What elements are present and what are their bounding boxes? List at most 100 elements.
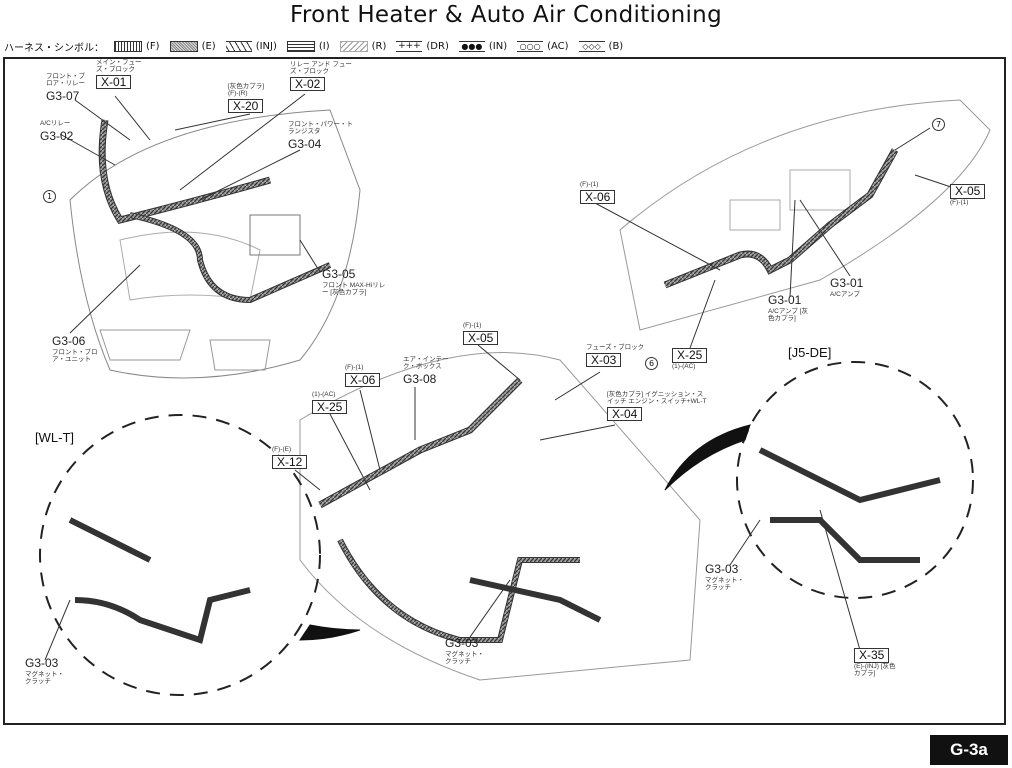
legend-code: (AC) [547, 41, 569, 52]
label-description: (F)-(E) [272, 446, 292, 453]
component-code: G3-03 [705, 562, 739, 576]
component-code: G3-08 [403, 371, 437, 386]
leader-lines [44, 93, 961, 661]
label-description: A/Cアンプ [830, 290, 860, 298]
label-description: (F)-(1) [950, 198, 969, 206]
component-code: G3-07 [46, 88, 80, 103]
connector-code: X-35 [854, 648, 890, 663]
connector-code: X-02 [290, 76, 326, 92]
label-description: A/Cアンプ [灰色カプラ] [768, 307, 808, 322]
label-x-20: [灰色カプラ] (F)-(R)X-20 [228, 83, 272, 114]
label-description: フロント・ブロア・リレー [46, 73, 85, 87]
component-code: G3-05 [322, 267, 356, 281]
cabin-drawing [299, 352, 701, 681]
component-code: G3-01 [830, 276, 864, 290]
legend-swatch-r [339, 41, 368, 52]
ground-marker-6: 6 [645, 357, 658, 370]
label-description: フューズ・ブロック [586, 344, 645, 351]
page-badge: G-3a [930, 735, 1008, 765]
legend-swatch-ac: ○○○ [517, 41, 544, 52]
connector-code: X-05 [950, 184, 986, 199]
label-description: (1)-(AC) [312, 391, 336, 398]
label-description: A/Cリレー [40, 120, 71, 127]
label-x-25-dash: X-25(1)-(AC) [672, 347, 708, 371]
label-x-06-cabin: (F)-(1)X-06 [345, 364, 381, 389]
component-code: G3-01 [768, 293, 802, 307]
label-x-12: (F)-(E)X-12 [272, 446, 308, 471]
legend-swatch-dr: +++ [396, 41, 423, 52]
label-description: マグネット・クラッチ [445, 650, 484, 665]
label-description: [灰色カプラ] (F)-(R) [228, 83, 265, 97]
legend-code: (I) [318, 41, 330, 52]
label-description: エア・インテーク・ボックス [403, 356, 449, 370]
label-x-35: X-35(E)-(INJ) [灰色カプラ] [854, 647, 898, 677]
view-label-j5de: [J5-DE] [788, 345, 832, 360]
label-description: フロント MAX-Hiリレー [灰色カプラ] [322, 281, 386, 296]
view-label-wlt: [WL-T] [35, 430, 74, 445]
legend-code: (E) [201, 41, 216, 52]
legend-swatch-inj [225, 41, 252, 52]
label-description: (E)-(INJ) [灰色カプラ] [854, 662, 896, 677]
label-description: (1)-(AC) [672, 362, 696, 370]
component-code: G3-04 [288, 136, 322, 151]
component-code: G3-03 [25, 656, 59, 670]
label-description: リレー アンド フューズ・ブロック [290, 61, 352, 75]
legend-code: (INJ) [255, 41, 277, 52]
label-description: フロント・ブロア・ユニット [52, 348, 98, 363]
legend-code: (R) [371, 41, 387, 52]
diagram-frame [3, 57, 1006, 725]
label-description: マグネット・クラッチ [705, 576, 744, 591]
wlt-detail [39, 414, 321, 696]
page-title: Front Heater & Auto Air Conditioning [290, 2, 722, 28]
legend-code: (B) [608, 41, 624, 52]
connector-code: X-05 [463, 330, 499, 346]
legend-code: (DR) [426, 41, 449, 52]
harness-symbol-legend: ハーネス・シンボル： (F) (E) (INJ) (I) (R) +++(DR)… [4, 39, 623, 54]
ground-marker-1: 1 [43, 190, 56, 203]
connector-code: X-04 [607, 406, 643, 422]
component-code: G3-02 [40, 128, 74, 143]
connector-code: X-20 [228, 98, 264, 114]
connector-code: X-25 [672, 348, 708, 363]
label-x-05-dash: X-05(F)-(1) [950, 183, 986, 207]
label-description: [灰色カプラ] イグニッション・スイッチ エンジン・スイッチ+WL-T [607, 391, 707, 405]
legend-swatch-in: ●●● [458, 41, 485, 52]
label-description: フロント・パワー・トランジスタ [288, 121, 353, 135]
connector-code: X-25 [312, 399, 348, 415]
component-code: G3-03 [445, 636, 479, 650]
legend-code: (IN) [488, 41, 508, 52]
connector-code: X-06 [345, 372, 381, 388]
arrow-to-wlt [299, 624, 361, 641]
component-code: G3-06 [52, 334, 86, 348]
legend-label: ハーネス・シンボル： [4, 43, 104, 54]
arrow-to-j5de [664, 424, 751, 491]
legend-swatch-f [114, 41, 142, 52]
connector-code: X-01 [96, 74, 132, 90]
legend-swatch-e [169, 41, 198, 52]
dashboard-drawing [619, 99, 991, 331]
label-x-25-cabin: (1)-(AC)X-25 [312, 391, 348, 416]
label-x-05-cabin: (F)-(1)X-05 [463, 322, 499, 347]
j5de-detail [736, 361, 974, 599]
ground-marker-7: 7 [932, 118, 945, 131]
label-description: マグネット・クラッチ [25, 670, 64, 685]
connector-code: X-06 [580, 189, 616, 205]
label-description: (F)-(1) [580, 181, 599, 188]
legend-swatch-b: ◇◇◇ [578, 41, 605, 52]
label-description: (F)-(1) [345, 364, 364, 371]
